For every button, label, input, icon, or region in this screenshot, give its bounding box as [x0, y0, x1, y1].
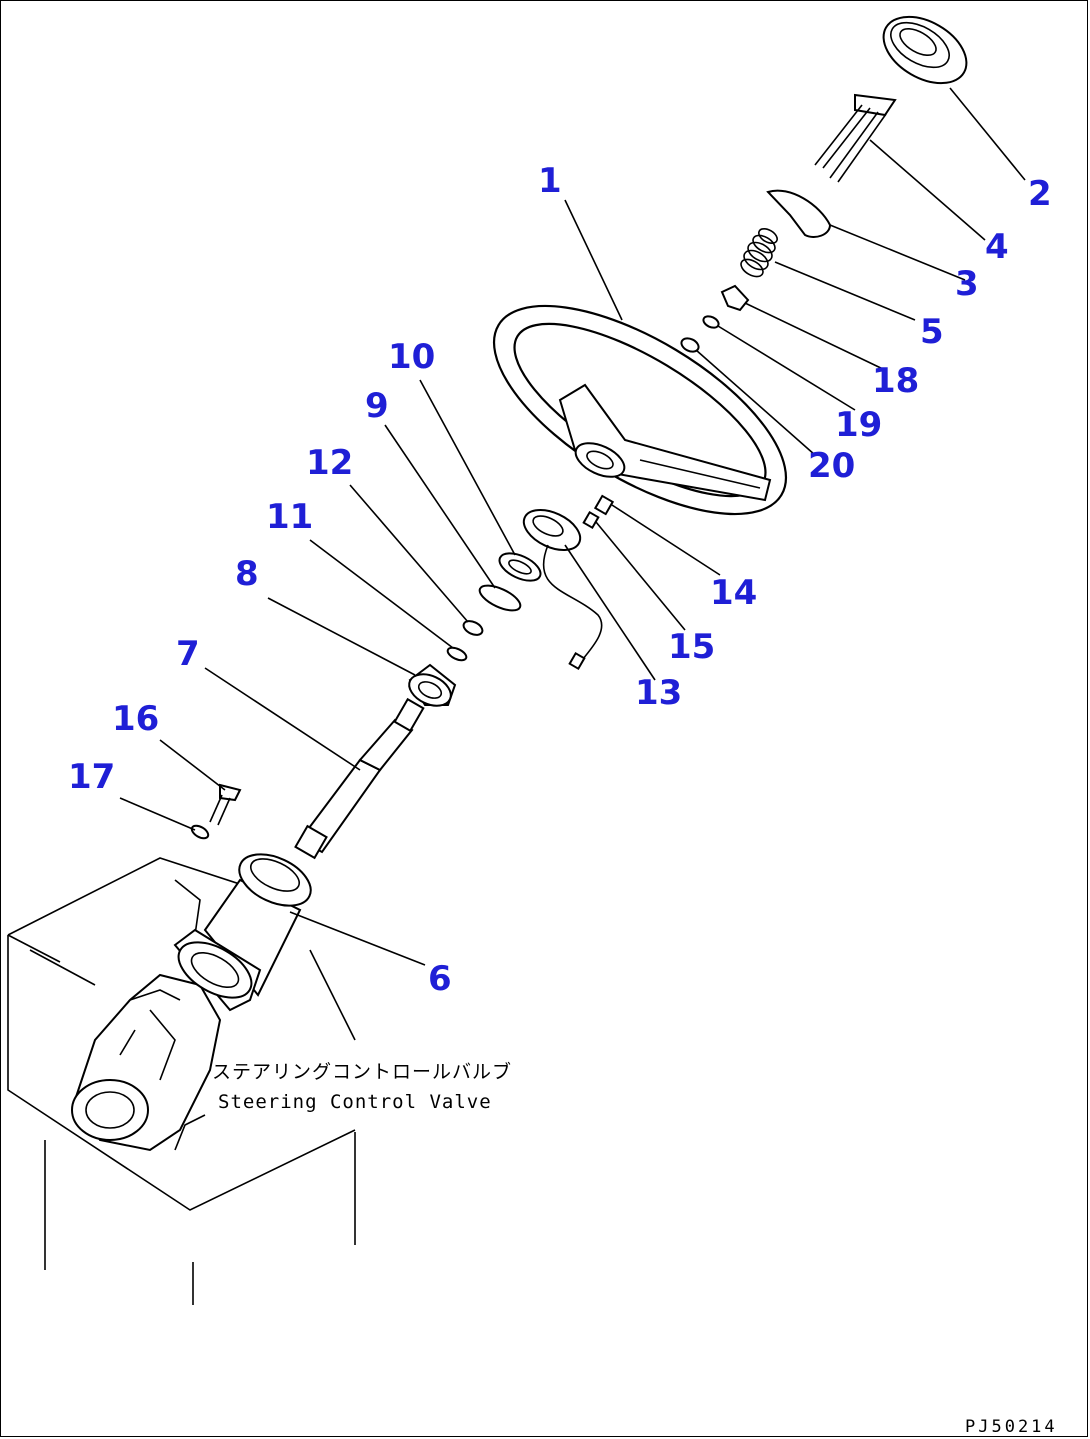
bearing: [408, 663, 457, 707]
label-6: 6: [428, 959, 452, 999]
bolts: [814, 93, 897, 183]
label-10: 10: [388, 337, 435, 377]
drawing-code: PJ50214: [965, 1417, 1058, 1437]
label-8: 8: [235, 554, 259, 594]
label-16: 16: [112, 699, 159, 739]
steering-control-valve: [71, 879, 222, 1152]
label-9: 9: [365, 386, 389, 426]
label-1: 1: [538, 161, 562, 201]
small-parts-center: [582, 494, 615, 530]
leader-lines: [119, 87, 1026, 1041]
column-housing: [173, 853, 312, 1012]
label-7: 7: [176, 634, 200, 674]
steering-shaft: [294, 697, 425, 860]
label-2: 2: [1028, 174, 1052, 214]
horn-cap: [882, 15, 968, 85]
label-15: 15: [668, 627, 715, 667]
note-japanese: ステアリングコントロールバルブ: [212, 1060, 512, 1083]
small-parts-upper: [680, 284, 750, 353]
base-enclosure: [7, 857, 356, 1305]
horn-switch: [522, 509, 603, 671]
label-17: 17: [68, 757, 115, 797]
label-14: 14: [710, 573, 757, 613]
label-11: 11: [266, 497, 313, 537]
label-12: 12: [306, 443, 353, 483]
label-3: 3: [955, 264, 979, 304]
steering-wheel: [492, 304, 788, 516]
label-13: 13: [635, 673, 682, 713]
bolt-washer-left: [190, 783, 242, 840]
plate: [766, 189, 832, 238]
label-5: 5: [920, 312, 944, 352]
label-20: 20: [808, 446, 855, 486]
spring: [740, 227, 778, 278]
label-18: 18: [872, 361, 919, 401]
part-labels: 1 2 3 4 5 6 7 8 9 10 11 12 13 14 15 16 1…: [68, 161, 1052, 999]
label-4: 4: [985, 227, 1009, 267]
label-19: 19: [835, 405, 882, 445]
note-english: Steering Control Valve: [218, 1091, 492, 1113]
small-parts-left: [446, 552, 542, 662]
